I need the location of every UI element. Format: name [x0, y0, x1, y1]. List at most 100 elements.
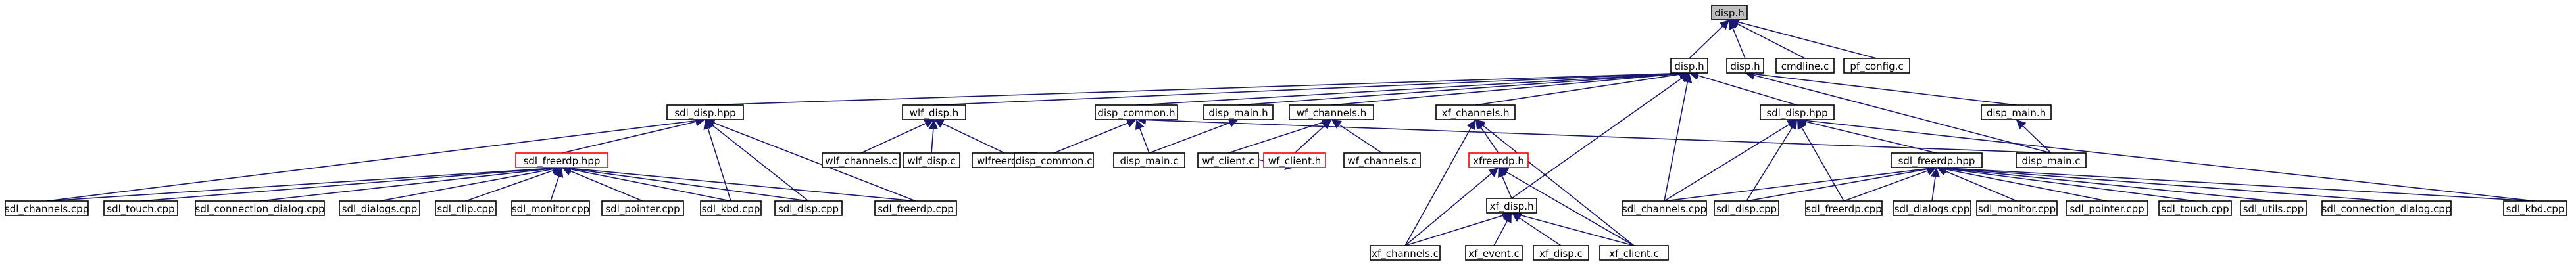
edge-n18-to-n8 [1053, 118, 1137, 154]
node-sdl-freerdp-cpp[interactable]: sdl_freerdp.cpp [1805, 200, 1883, 216]
node-box [1891, 152, 1983, 168]
edge-line [1493, 212, 1512, 246]
node-xf-client-c[interactable]: xf_client.c [1599, 245, 1669, 261]
node-sdl-disp-cpp[interactable]: sdl_disp.cpp [1714, 200, 1779, 216]
node-box [1775, 58, 1835, 74]
node-xf-disp-c[interactable]: xf_disp.c [1533, 245, 1589, 261]
node-wlf-disp-h[interactable]: wlf_disp.h [902, 104, 966, 120]
edge-n47-to-n23 [1404, 167, 1499, 246]
node-label: xf_client.c [1609, 248, 1659, 260]
node-disp-h[interactable]: disp.h [1726, 58, 1764, 74]
node-label: sdl_freerdp.hpp [524, 155, 601, 168]
edge-n43-to-n24 [1936, 164, 2196, 202]
node-sdl-utils-cpp[interactable]: sdl_utils.cpp [2240, 200, 2307, 216]
node-label: sdl_monitor.cpp [1978, 203, 2056, 215]
node-wf-client-c[interactable]: wf_client.c [1197, 152, 1259, 168]
node-sdl-disp-hpp[interactable]: sdl_disp.hpp [666, 104, 744, 120]
node-xf-channels-c[interactable]: xf_channels.c [1370, 245, 1441, 261]
node-sdl-kbd-cpp[interactable]: sdl_kbd.cpp [2503, 200, 2567, 216]
node-disp-main-c[interactable]: disp_main.c [2016, 152, 2087, 168]
node-disp-common-c[interactable]: disp_common.c [1014, 152, 1094, 168]
node-wlf-channels-c[interactable]: wlf_channels.c [822, 152, 901, 168]
node-label: disp_main.h [1987, 107, 2046, 120]
node-sdl-disp-hpp[interactable]: sdl_disp.hpp [1760, 104, 1835, 120]
node-xf-event-c[interactable]: xf_event.c [1465, 245, 1523, 261]
node-box [1981, 104, 2052, 120]
node-cmdline-c[interactable]: cmdline.c [1775, 58, 1835, 74]
node-label: sdl_dialogs.cpp [1895, 203, 1970, 215]
node-disp-common-h[interactable]: disp_common.h [1095, 104, 1178, 120]
node-box [1533, 245, 1589, 261]
node-sdl-monitor-cpp[interactable]: sdl_monitor.cpp [511, 200, 590, 216]
edge-n21-to-n10 [1294, 119, 1332, 154]
node-disp-main-c[interactable]: disp_main.c [1113, 152, 1185, 168]
node-disp-main-h[interactable]: disp_main.h [1203, 104, 1274, 120]
node-sdl-channels-cpp[interactable]: sdl_channels.cpp [5, 200, 89, 216]
node-sdl-touch-cpp[interactable]: sdl_touch.cpp [2158, 200, 2232, 216]
node-pf-config-c[interactable]: pf_config.c [1843, 58, 1910, 74]
node-xf-disp-h[interactable]: xf_disp.h [1486, 198, 1537, 214]
edge-n2-to-n1 [1689, 19, 1730, 59]
node-sdl-monitor-cpp[interactable]: sdl_monitor.cpp [1976, 200, 2058, 216]
node-box [195, 200, 325, 216]
node-sdl-touch-cpp[interactable]: sdl_touch.cpp [103, 200, 178, 216]
node-sdl-clip-cpp[interactable]: sdl_clip.cpp [435, 200, 497, 216]
node-disp-h[interactable]: disp.h [1670, 58, 1708, 74]
edge-n30-to-n14 [379, 164, 562, 202]
node-sdl-freerdp-cpp[interactable]: sdl_freerdp.cpp [874, 200, 957, 216]
edge-n48-to-n26 [1493, 212, 1512, 246]
node-box [1976, 200, 2058, 216]
edge-line [1746, 164, 1937, 202]
node-wf-client-h[interactable]: wf_client.h [1263, 152, 1326, 168]
node-wf-channels-h[interactable]: wf_channels.h [1289, 104, 1374, 120]
node-label: sdl_touch.cpp [2161, 203, 2229, 215]
edge-line [1331, 119, 1383, 154]
edge-line [1135, 119, 1150, 154]
edge-n41-to-n24 [1936, 166, 2018, 202]
edge-line [705, 68, 1690, 106]
node-sdl-pointer-cpp[interactable]: sdl_pointer.cpp [601, 200, 684, 216]
node-disp-h[interactable]: disp.h [1711, 5, 1748, 20]
node-wlf-disp-c[interactable]: wlf_disp.c [903, 152, 960, 168]
node-sdl-disp-cpp[interactable]: sdl_disp.cpp [774, 200, 843, 216]
edge-line [550, 167, 564, 202]
edge-line [1936, 166, 2018, 202]
edge-line [1475, 70, 1690, 106]
node-sdl-connection-dialog-cpp[interactable]: sdl_connection_dialog.cpp [2321, 200, 2452, 216]
node-label: disp_common.h [1097, 107, 1175, 120]
node-label: sdl_pointer.cpp [605, 203, 680, 215]
edge-n50-to-n11 [1475, 119, 1635, 246]
node-wf-channels-c[interactable]: wf_channels.c [1343, 152, 1421, 168]
node-sdl-freerdp-hpp[interactable]: sdl_freerdp.hpp [515, 152, 608, 168]
node-sdl-freerdp-hpp[interactable]: sdl_freerdp.hpp [1891, 152, 1983, 168]
node-sdl-pointer-cpp[interactable]: sdl_pointer.cpp [2066, 200, 2148, 216]
node-sdl-kbd-cpp[interactable]: sdl_kbd.cpp [700, 200, 762, 216]
edge-n17-to-n7 [933, 119, 1005, 154]
edge-n25-to-n13 [2016, 119, 2052, 154]
edge-n42-to-n24 [1936, 164, 2108, 202]
edge-n3-to-n1 [1728, 19, 1746, 59]
edge-n6-to-n2 [705, 68, 1690, 106]
node-sdl-dialogs-cpp[interactable]: sdl_dialogs.cpp [1893, 200, 1971, 216]
node-sdl-connection-dialog-cpp[interactable]: sdl_connection_dialog.cpp [195, 200, 325, 216]
node-sdl-channels-cpp[interactable]: sdl_channels.cpp [1622, 200, 1707, 216]
node-box [2240, 200, 2307, 216]
edge-line [1796, 119, 1845, 202]
node-box [1486, 198, 1537, 214]
edge-line [561, 164, 916, 202]
node-label: sdl_disp.hpp [1766, 107, 1827, 120]
node-xf-channels-h[interactable]: xf_channels.h [1435, 104, 1516, 120]
edge-line [1729, 19, 1806, 59]
edge-n23-to-n11 [1475, 119, 1499, 154]
edge-n45-to-n24 [1936, 163, 2387, 202]
node-label: disp_common.c [1016, 155, 1093, 168]
node-disp-main-h[interactable]: disp_main.h [1981, 104, 2052, 120]
edge-n46-to-n24 [1936, 163, 2536, 202]
edge-line [1404, 167, 1499, 246]
node-box [1468, 152, 1529, 168]
node-label: sdl_touch.cpp [107, 203, 174, 215]
node-sdl-dialogs-cpp[interactable]: sdl_dialogs.cpp [339, 200, 420, 216]
node-xfreerdp-h[interactable]: xfreerdp.h [1468, 152, 1529, 168]
node-label: sdl_freerdp.cpp [1806, 203, 1882, 215]
